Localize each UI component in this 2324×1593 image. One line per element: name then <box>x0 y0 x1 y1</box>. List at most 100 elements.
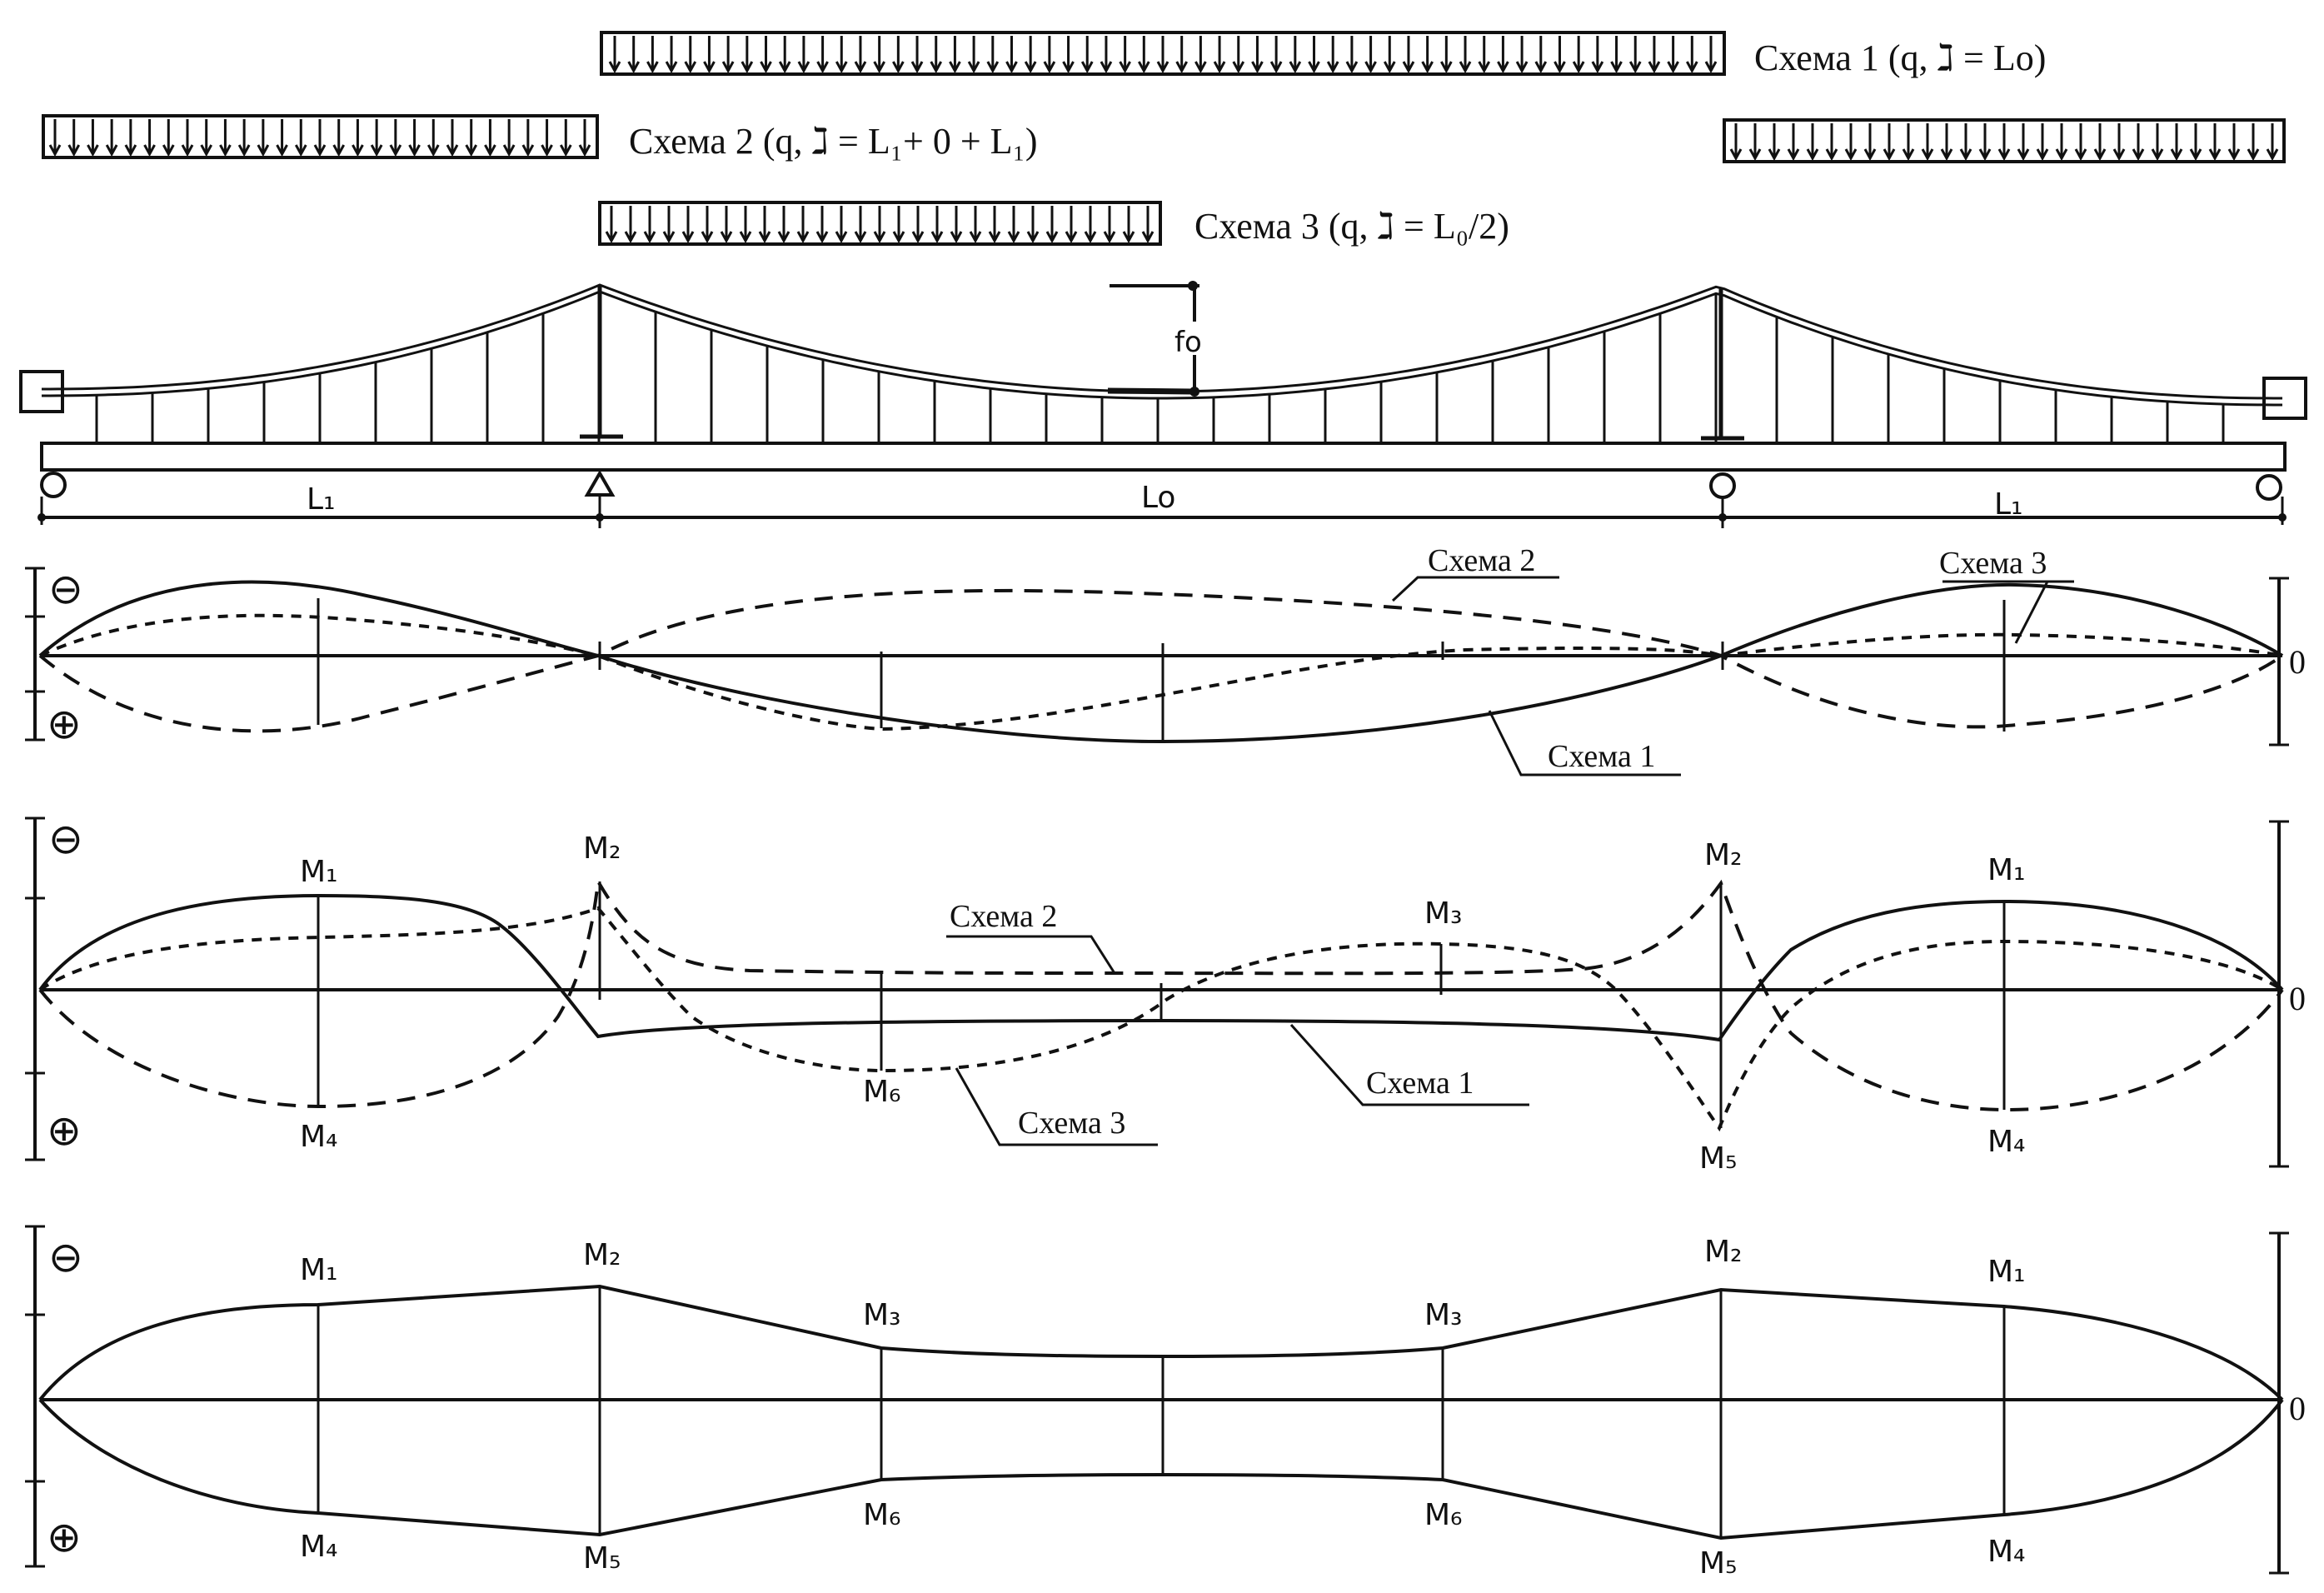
load-arrow-scheme2-right-head <box>2017 148 2030 162</box>
main-cable <box>42 283 2282 407</box>
load-arrow-scheme2-right-head <box>2132 148 2145 162</box>
load-arrow-scheme1-head <box>1610 61 1623 74</box>
d3-m4-right: M₄ <box>1987 1535 2026 1569</box>
cable-lower-line <box>42 290 2282 407</box>
load-arrow-scheme1-head <box>1213 61 1226 74</box>
diagram-1-deflection: ⊖ ⊕ 0 Схема 2 Схема 1 Схема 3 <box>25 543 2306 777</box>
load-arrow-scheme2-left-head <box>578 144 591 157</box>
load-arrow-scheme1-head <box>1080 61 1094 74</box>
load-arrow-scheme2-right-head <box>1768 148 1781 162</box>
d1-zero-label: 0 <box>2289 643 2306 681</box>
load-arrow-scheme1-head <box>930 61 943 74</box>
d2-m3: M₃ <box>1424 896 1463 931</box>
load-arrow-scheme2-right-head <box>2036 148 2049 162</box>
d2-scheme2-label: Схема 2 <box>950 899 1057 934</box>
d3-m3-right: M₃ <box>1424 1298 1463 1332</box>
load-arrow-scheme1-head <box>684 61 697 74</box>
load-arrow-scheme1-head <box>1308 61 1320 74</box>
load-arrow-scheme2-right-head <box>2170 148 2183 162</box>
load-arrow-scheme2-right-head <box>1940 148 1953 162</box>
load-arrow-scheme3-head <box>969 231 982 244</box>
load-arrow-scheme2-right-head <box>1863 148 1877 162</box>
right-span-label: L₁ <box>1994 487 2023 522</box>
d1-scheme2-curve <box>38 588 2284 733</box>
diagram-2-moments: ⊖ ⊕ 0 M₁ M₂ M₃ M₂ M₁ M₄ M₆ M₅ M₄ Схема 2 <box>25 815 2306 1176</box>
load-arrow-scheme1-head <box>1251 61 1264 74</box>
load-arrow-scheme2-right-head <box>1978 148 1992 162</box>
load-arrow-scheme3-head <box>796 231 810 244</box>
load-arrow-scheme1-head <box>778 61 791 74</box>
load-arrow-scheme1-head <box>721 61 735 74</box>
load-arrow-scheme1-head <box>1628 61 1642 74</box>
d1-scheme2-leader <box>1391 576 1559 602</box>
load-arrow-scheme1-head <box>1667 61 1679 74</box>
d1-scheme1-label: Схема 1 <box>1548 739 1655 774</box>
load-arrow-scheme1-head <box>1459 61 1472 74</box>
load-arrow-scheme2-left-head <box>181 144 194 157</box>
load-arrow-scheme1-head <box>1704 61 1718 74</box>
load-arrow-scheme1-head <box>646 61 659 74</box>
load-arrow-scheme1-head <box>892 61 905 74</box>
right-end-roller-support <box>2256 474 2282 501</box>
load-arrow-scheme2-right-head <box>2227 148 2241 162</box>
d1-scheme1-curve <box>38 580 2284 744</box>
load-arrow-scheme1-head <box>1175 61 1189 74</box>
load-arrow-scheme2-left-head <box>541 144 553 157</box>
load-arrow-scheme2-left-head <box>257 144 270 157</box>
load-arrow-scheme2-left-head <box>521 144 535 157</box>
load-arrow-scheme2-left-head <box>143 144 156 157</box>
d2-m2-left: M₂ <box>583 831 621 866</box>
main-span-label: Lo <box>1141 481 1175 515</box>
load-arrow-scheme2-left-head <box>200 144 213 157</box>
load-arrow-scheme3-head <box>988 231 1001 244</box>
d3-m5-right: M₅ <box>1699 1546 1738 1581</box>
load-arrow-scheme1-head <box>1591 61 1604 74</box>
load-arrow-scheme3-head <box>739 231 752 244</box>
load-arrow-scheme2-right-head <box>1959 148 1972 162</box>
load-arrow-scheme1-head <box>986 61 1000 74</box>
load-arrow-scheme1-head <box>1515 61 1529 74</box>
load-arrow-scheme2-left-head <box>67 144 81 157</box>
sag-label: fo <box>1174 326 1202 359</box>
d2-scheme1-curve <box>38 893 2284 1042</box>
load-arrow-scheme2-right-head <box>1883 148 1896 162</box>
load-arrow-scheme1-head <box>1269 61 1283 74</box>
load-bar-scheme2-left <box>42 114 599 159</box>
load-bar-scheme1 <box>600 31 1726 76</box>
d2-scheme1-label: Схема 1 <box>1366 1066 1474 1101</box>
load-arrow-scheme3-head <box>605 231 618 244</box>
d2-m6: M₆ <box>863 1075 901 1109</box>
load-arrow-scheme2-left-head <box>426 144 440 157</box>
d2-scheme2-leader <box>946 935 1116 974</box>
load-arrow-scheme1-head <box>1534 61 1548 74</box>
d3-zero-label: 0 <box>2289 1390 2306 1427</box>
load-arrow-scheme2-left-head <box>294 144 307 157</box>
load-arrow-scheme3-head <box>835 231 848 244</box>
load-arrow-scheme1-head <box>797 61 810 74</box>
d3-m6-left: M₆ <box>863 1498 901 1532</box>
load-arrow-scheme1-head <box>1402 61 1415 74</box>
load-arrow-scheme1-head <box>627 61 641 74</box>
d2-scheme3-curve <box>38 906 2284 1132</box>
load-arrow-scheme2-right-head <box>2074 148 2087 162</box>
load-arrow-scheme1-head <box>1156 61 1169 74</box>
load-arrow-scheme2-left-head <box>162 144 175 157</box>
d1-scheme3-label: Схема 3 <box>1939 546 2047 581</box>
d3-m6-right: M₆ <box>1424 1498 1463 1532</box>
d1-scheme3-leader <box>2014 580 2074 644</box>
load-arrow-scheme2-right-head <box>2266 148 2279 162</box>
load-arrow-scheme3-head <box>854 231 867 244</box>
load-arrow-scheme3-head <box>892 231 905 244</box>
load-arrow-scheme2-right-head <box>2247 148 2260 162</box>
load-arrow-scheme2-left-head <box>276 144 288 157</box>
load-arrow-scheme2-right-head <box>2189 148 2202 162</box>
d2-minus-sign: ⊖ <box>48 815 83 863</box>
load-arrow-scheme3-head <box>873 231 886 244</box>
load-arrow-scheme1-head <box>816 61 829 74</box>
right-pylon-roller-support <box>1709 472 1736 499</box>
load-arrow-scheme2-left-head <box>313 144 327 157</box>
load-arrow-scheme1-head <box>608 61 621 74</box>
load-arrow-scheme2-left-head <box>502 144 516 157</box>
load-arrow-scheme3-head <box>1026 231 1040 244</box>
load-arrow-scheme3-head <box>624 231 637 244</box>
